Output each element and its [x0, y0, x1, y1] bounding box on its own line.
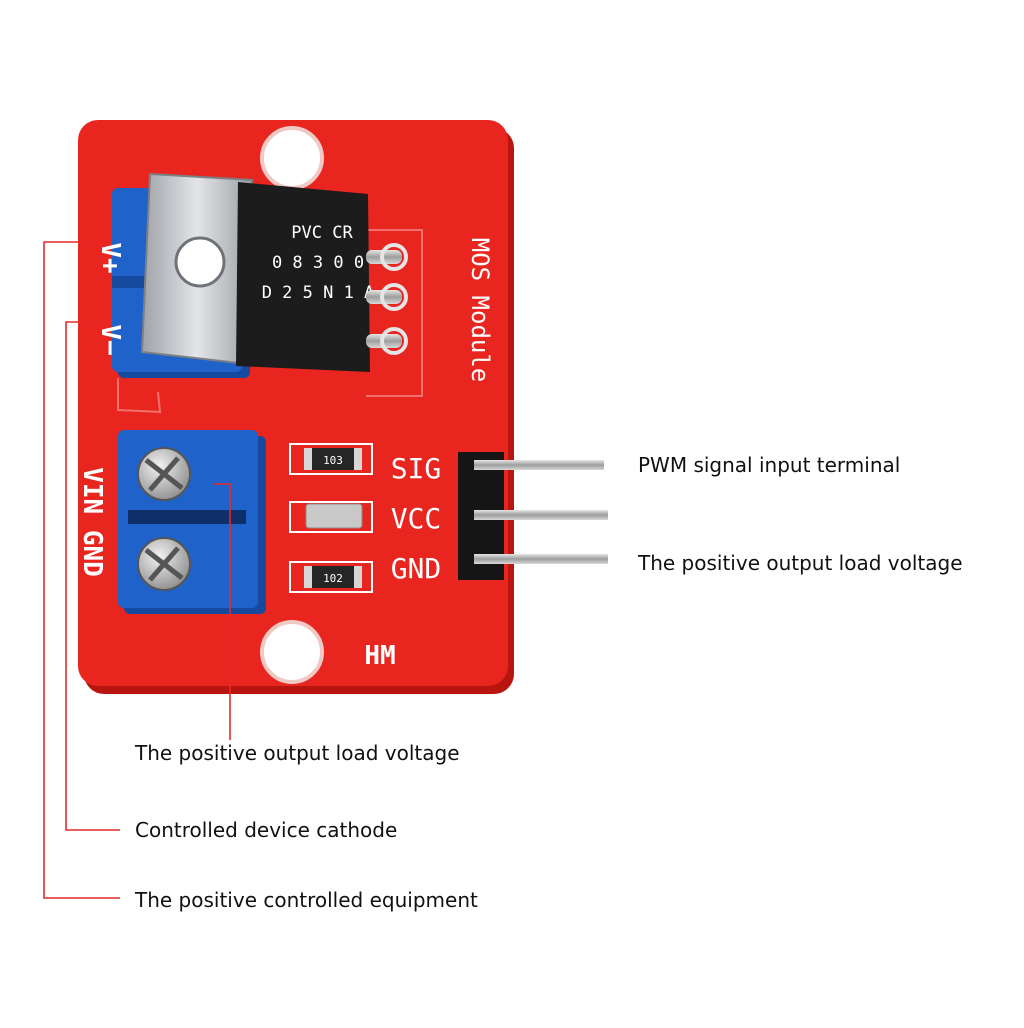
heatsink-hole-icon: [174, 236, 226, 288]
callout-line-v-plus: [43, 241, 120, 899]
callout-label-vin-output: The positive output load voltage: [135, 741, 460, 765]
silk-label-sig: SIG: [391, 452, 442, 485]
callout-line-v-minus: [65, 321, 120, 831]
resistor-outline-3: [289, 561, 373, 593]
screw-slot-vin-b: [148, 456, 180, 492]
silk-label-vin-gnd: VIN GND: [77, 467, 107, 577]
mounting-hole-bottom: [260, 620, 324, 684]
silk-label-v-plus: V+: [95, 242, 125, 273]
resistor-outline-2: [289, 501, 373, 533]
resistor-3-code: 102: [323, 572, 343, 585]
solder-pad-1: [380, 243, 408, 271]
pin-header: [458, 452, 608, 580]
mosfet-leads: [366, 243, 408, 355]
silk-module-name: MOS Module: [466, 238, 494, 383]
resistor-outline-1: [289, 443, 373, 475]
callout-label-positive-equipment: The positive controlled equipment: [135, 888, 478, 912]
terminal-bottom-divider: [128, 510, 246, 524]
resistor-2: [305, 503, 363, 529]
chip-marking-line-3: D 2 5 N 1 A: [262, 283, 375, 303]
resistor-1-cap-right: [354, 448, 362, 470]
mosfet-body: [236, 182, 370, 372]
mounting-hole-top: [260, 126, 324, 190]
smd-resistors: 103 102: [289, 443, 373, 593]
resistor-1: [308, 448, 358, 470]
mosfet-transistor: PVC CR 0 8 3 0 0 D 2 5 N 1 A: [140, 172, 408, 372]
silk-label-vcc: VCC: [391, 502, 442, 535]
header-pin-vcc: [474, 510, 608, 520]
solder-pad-3: [380, 327, 408, 355]
resistor-3-cap-left: [304, 566, 312, 588]
resistor-3-cap-right: [354, 566, 362, 588]
silk-outline-1: [117, 378, 162, 414]
solder-pad-2: [380, 283, 408, 311]
callout-line-vin: [214, 483, 231, 740]
silk-label-v-minus: V−: [95, 324, 125, 355]
header-pin-gnd: [474, 554, 608, 564]
callout-label-pin-output: The positive output load voltage: [638, 551, 963, 575]
silk-outline-2: [366, 229, 423, 397]
callout-lines: [43, 241, 231, 899]
silk-label-gnd: GND: [391, 552, 442, 585]
resistor-1-code: 103: [323, 454, 343, 467]
header-pin-sig: [474, 460, 604, 470]
callout-label-cathode: Controlled device cathode: [135, 818, 398, 842]
resistor-1-cap-left: [304, 448, 312, 470]
chip-marking-line-2: 0 8 3 0 0: [272, 253, 364, 273]
callout-label-pwm-input: PWM signal input terminal: [638, 453, 901, 477]
terminal-block-bottom: [118, 430, 266, 614]
chip-marking-line-1: PVC CR: [291, 223, 353, 243]
resistor-3: [308, 566, 358, 588]
screw-slot-gnd-b: [148, 546, 180, 582]
board-logo: HM: [364, 641, 395, 671]
